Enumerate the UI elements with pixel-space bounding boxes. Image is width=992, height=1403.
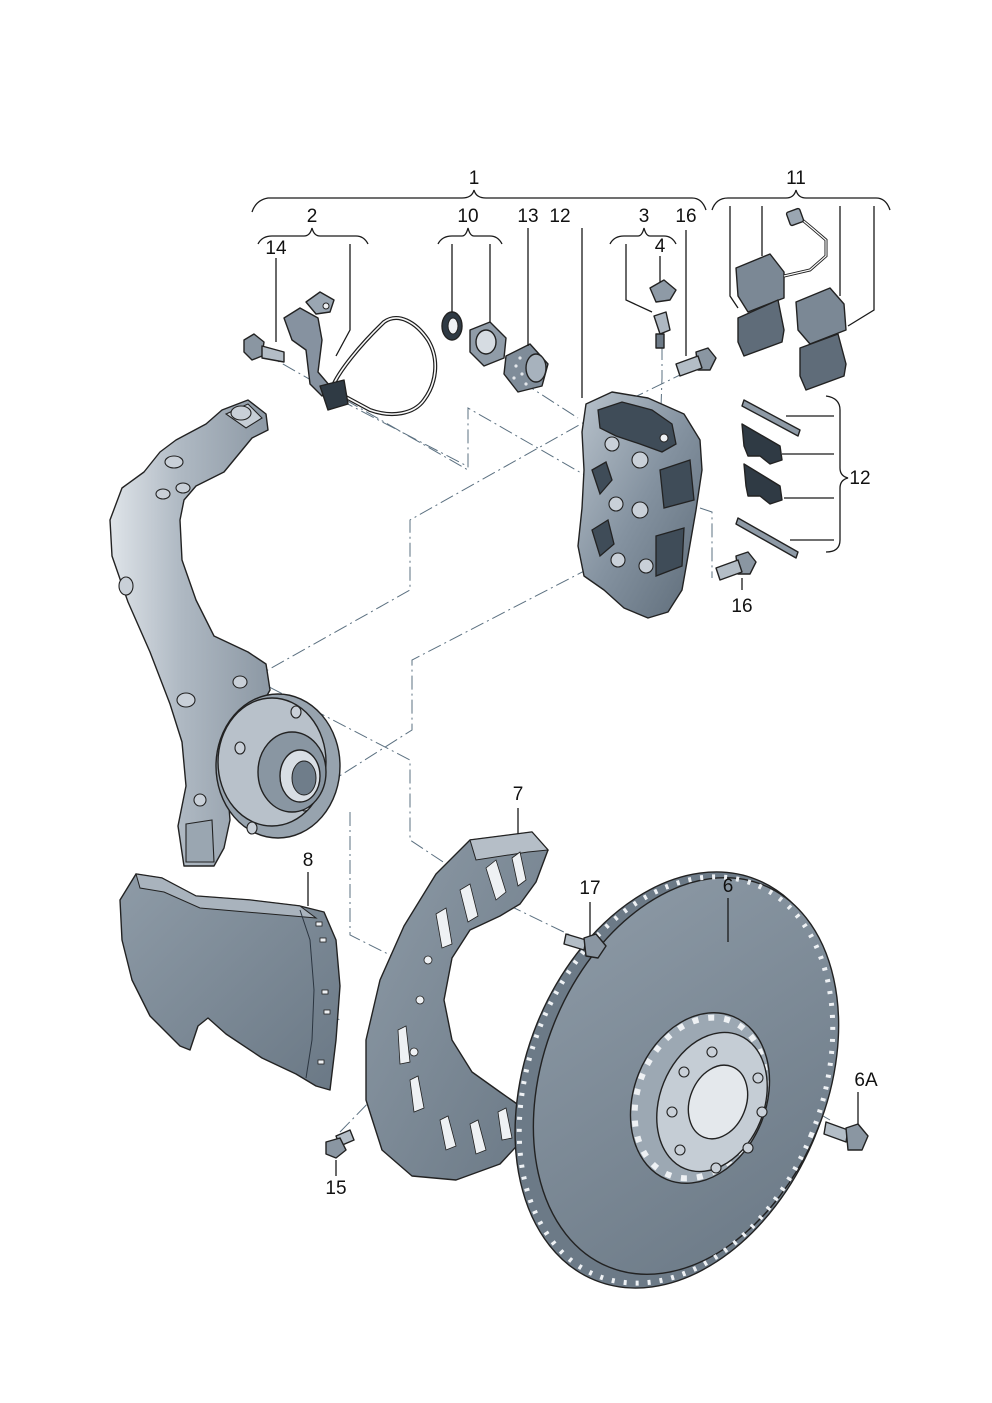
label-12-right: 12: [849, 468, 870, 489]
label-16-top: 16: [675, 206, 696, 227]
label-brackets: [251, 189, 891, 553]
leader-lines: [275, 206, 875, 1176]
label-6: 6: [723, 876, 734, 897]
label-10: 10: [457, 206, 478, 227]
brake-caliper: [577, 391, 703, 619]
hose-bracket-and-sensor-line: [283, 291, 438, 417]
heat-shield-part-8: [119, 873, 341, 1091]
label-3: 3: [639, 206, 650, 227]
label-1: 1: [469, 168, 480, 189]
label-7: 7: [513, 784, 524, 805]
label-2: 2: [307, 206, 318, 227]
label-13: 13: [517, 206, 538, 227]
label-6A: 6A: [854, 1070, 878, 1091]
label-8: 8: [303, 850, 314, 871]
brake-pads-part-11: [735, 207, 847, 391]
piston-part-13: [503, 343, 549, 393]
bleed-valve-part-4: [649, 279, 677, 349]
wheel-hub: [215, 693, 341, 839]
bolt-part-15: [325, 1129, 355, 1159]
piston-seal: [469, 321, 507, 367]
label-16-bottom: 16: [731, 596, 752, 617]
bolt-part-16-upper: [675, 347, 717, 377]
label-11: 11: [786, 168, 806, 189]
bolt-part-14: [243, 333, 285, 363]
label-15: 15: [325, 1178, 346, 1199]
label-4: 4: [655, 236, 666, 257]
brake-disc-part-6: [514, 871, 840, 1289]
hardware-kit-part-12: [735, 399, 801, 559]
label-12-top: 12: [549, 206, 570, 227]
seal-part-10: [441, 311, 463, 341]
bolt-part-16-lower: [715, 551, 757, 581]
backing-plate-part-7: [365, 831, 550, 1181]
bolt-part-17: [563, 933, 607, 959]
part-labels: 1 11 2 10 13 12 3 16 14 4 12 16 7 8 17 6…: [265, 168, 878, 1199]
bolt-part-6A: [823, 1121, 869, 1151]
label-17: 17: [579, 878, 600, 899]
label-14: 14: [265, 238, 287, 259]
